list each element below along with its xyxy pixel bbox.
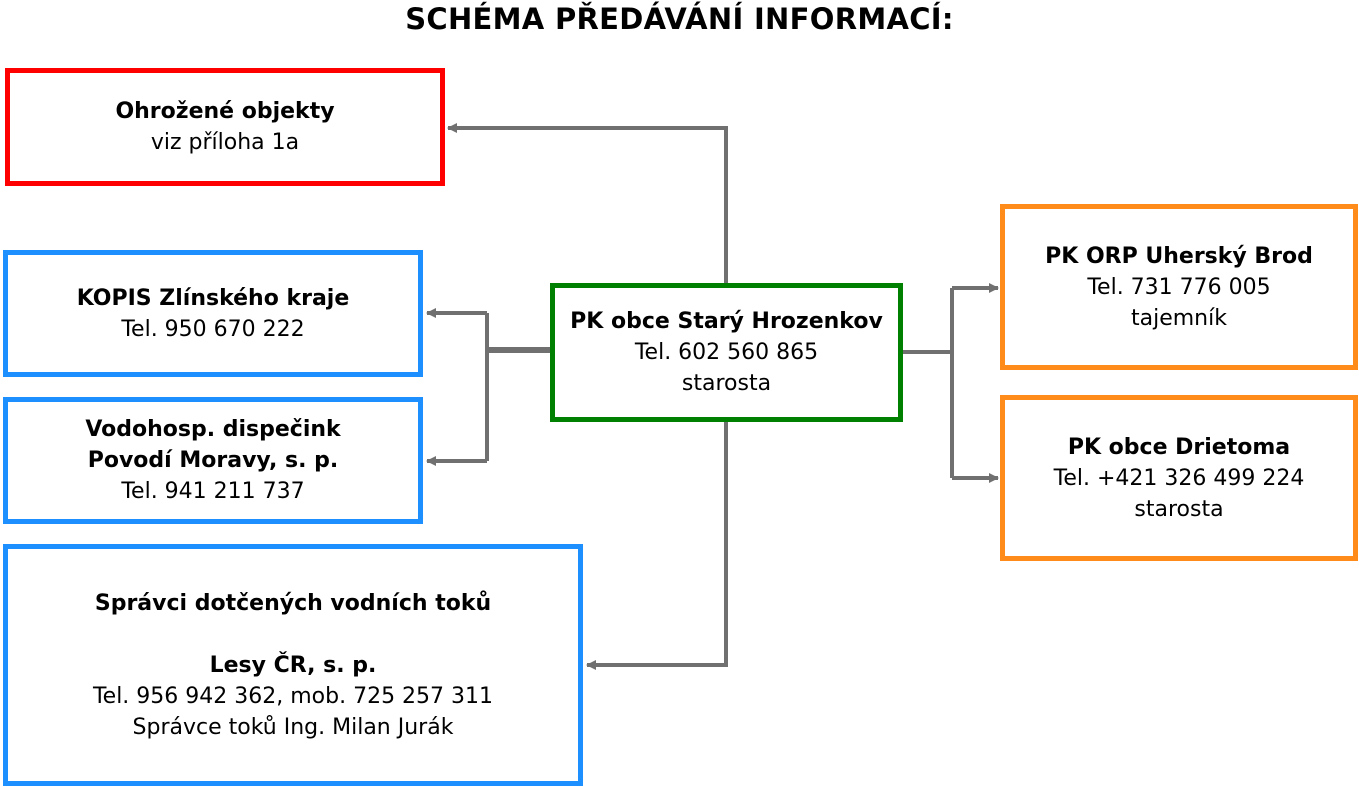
arrow-to-threatened [447,123,728,283]
center-box: PK obce Starý Hrozenkov Tel. 602 560 865… [550,283,903,422]
center-role: starosta [681,371,772,396]
arrow-to-orp [950,288,998,478]
water-managers-phone: Tel. 956 942 362, mob. 725 257 311 [92,683,494,709]
water-dispatch-org: Povodí Moravy, s. p. [87,448,339,473]
orp-role: tajemník [1131,305,1227,331]
kopis-title: KOPIS Zlínského kraje [76,285,350,311]
threatened-objects-title: Ohrožené objekty [115,99,335,124]
drietoma-box: PK obce Drietoma Tel. +421 326 499 224 s… [1000,395,1358,561]
arrow-to-managers [586,422,728,670]
orp-phone: Tel. 731 776 005 [1087,274,1271,300]
kopis-phone: Tel. 950 670 222 [121,316,305,342]
kopis-box: KOPIS Zlínského kraje Tel. 950 670 222 [3,250,423,377]
threatened-objects-box: Ohrožené objekty viz příloha 1a [5,68,445,186]
center-phone: Tel. 602 560 865 [634,340,819,365]
arrow-to-kopis [427,313,489,461]
center-title: PK obce Starý Hrozenkov [570,309,883,334]
water-managers-box: Správci dotčených vodních toků Lesy ČR, … [3,544,583,786]
orp-title: PK ORP Uherský Brod [1045,243,1313,269]
water-dispatch-title: Vodohosp. dispečink [85,417,341,442]
drietoma-role: starosta [1134,496,1224,522]
water-managers-person: Správce toků Ing. Milan Jurák [132,714,454,740]
threatened-objects-note: viz příloha 1a [150,130,300,155]
water-managers-heading: Správci dotčených vodních toků [94,590,492,616]
water-dispatch-phone: Tel. 941 211 737 [121,479,305,504]
diagram-title: SCHÉMA PŘEDÁVÁNÍ INFORMACÍ: [405,2,954,36]
water-dispatch-box: Vodohosp. dispečink Povodí Moravy, s. p.… [3,397,423,524]
drietoma-title: PK obce Drietoma [1067,434,1291,460]
drietoma-phone: Tel. +421 326 499 224 [1053,465,1305,491]
orp-box: PK ORP Uherský Brod Tel. 731 776 005 taj… [1000,204,1358,370]
water-managers-org: Lesy ČR, s. p. [209,652,377,678]
